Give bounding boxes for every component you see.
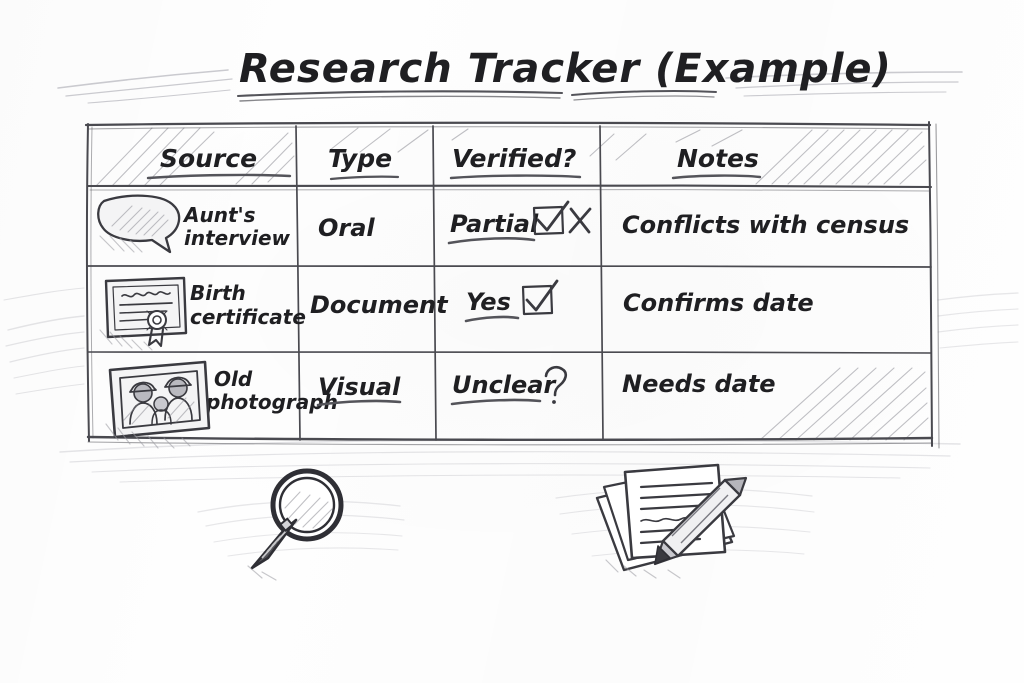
column-header-source-label: Source: [160, 144, 257, 173]
table-header-row: Source Type Verified? Notes: [146, 144, 762, 181]
page-title: Research Tracker (Example): [236, 46, 892, 102]
header-hatching: [95, 127, 927, 187]
column-header-type-label: Type: [328, 144, 392, 173]
last-row-hatching: [759, 367, 929, 441]
question-mark-icon: [544, 365, 568, 404]
column-header-notes-label: Notes: [677, 144, 759, 173]
table-row: Old photograph Visual Unclear Needs date: [205, 367, 776, 414]
column-header-type: Type: [328, 144, 400, 181]
table-row: Birth certificate Document Yes Confirms …: [190, 281, 814, 329]
verified-cell-label: Partial: [450, 210, 539, 238]
left-shading-band: [3, 287, 85, 395]
source-label-line1: Birth: [190, 281, 246, 305]
table-outer-border: [84, 121, 940, 449]
notes-cell: Conflicts with census: [622, 211, 909, 239]
type-cell: Oral: [318, 214, 375, 242]
title-swish-right: [725, 71, 963, 97]
pencil-icon: [653, 476, 748, 566]
framed-photo-icon: [105, 360, 211, 449]
table-row: Aunt's interview Oral Partial Conflicts …: [182, 203, 909, 250]
notes-cell: Confirms date: [623, 289, 814, 317]
page-title-text: Research Tracker (Example): [239, 46, 892, 92]
column-header-source: Source: [146, 144, 292, 180]
checkbox-checked-icon[interactable]: [521, 279, 559, 316]
magnifying-glass-doodle: [247, 468, 344, 581]
table-row-separators: [86, 183, 933, 354]
certificate-icon: [99, 276, 188, 351]
source-label-line1: Old: [214, 367, 253, 391]
verified-cell-label: Unclear: [452, 371, 558, 399]
speech-bubble-icon: [97, 194, 181, 254]
column-header-notes: Notes: [671, 144, 762, 180]
source-label-line2: certificate: [190, 305, 306, 329]
verified-cell-label: Yes: [466, 288, 511, 316]
x-mark-icon[interactable]: [568, 207, 592, 234]
type-cell: Visual: [318, 373, 401, 401]
title-swish-left: [57, 69, 233, 104]
source-label-line2: photograph: [205, 390, 338, 414]
checkbox-checked-icon[interactable]: [532, 200, 570, 236]
right-shading-band: [937, 292, 1019, 349]
column-header-verified-label: Verified?: [452, 144, 576, 173]
papers-and-pencil-doodle: [595, 463, 748, 579]
table-column-separators: [295, 125, 604, 441]
photo-figures: [129, 376, 193, 425]
source-label-line1: Aunt's: [182, 203, 256, 227]
notes-cell: Needs date: [622, 370, 776, 398]
column-header-verified: Verified?: [449, 144, 582, 180]
type-cell: Document: [310, 291, 449, 319]
source-label-line2: interview: [184, 226, 291, 250]
